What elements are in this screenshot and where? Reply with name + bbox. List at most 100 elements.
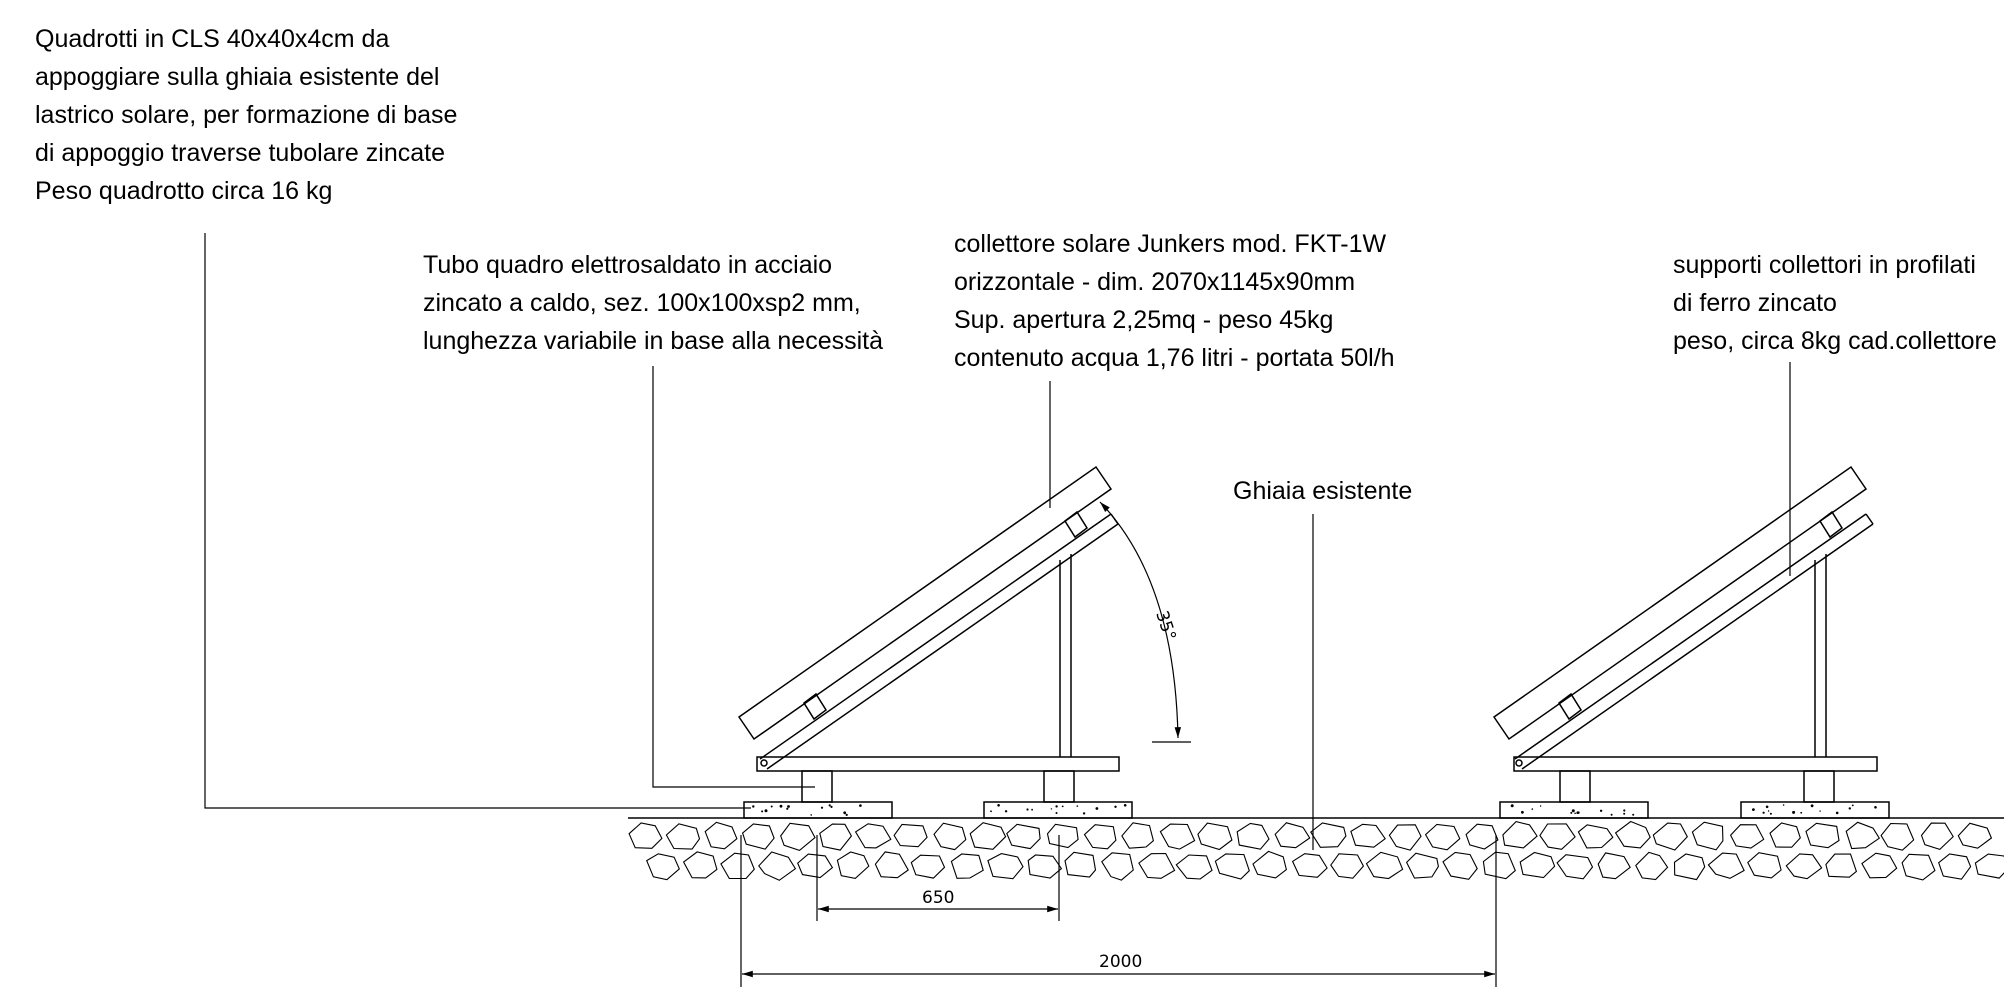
- note-line: zincato a caldo, sez. 100x100xsp2 mm,: [423, 289, 861, 317]
- solar-collector-panel: [737, 465, 1113, 741]
- gravel-stone: [1330, 853, 1365, 879]
- gravel-stone: [1597, 852, 1631, 880]
- tile-speckle: [1531, 808, 1534, 810]
- tile-speckle: [752, 805, 755, 808]
- gravel-stone: [1652, 822, 1688, 851]
- gravel-stone: [1691, 821, 1724, 851]
- gravel-stone: [628, 822, 663, 849]
- gravel-stone: [1747, 852, 1782, 879]
- leader-concrete-tiles: [204, 233, 751, 809]
- gravel-stone: [1938, 853, 1972, 880]
- tile-speckle: [845, 813, 848, 817]
- tile-speckle: [787, 805, 790, 808]
- gravel-layer: [628, 817, 2004, 881]
- base-profile: [1513, 756, 1878, 772]
- concrete-tile: [1740, 801, 1890, 819]
- tile-speckle: [1800, 811, 1803, 814]
- tile-speckle: [843, 811, 847, 815]
- tile-speckle: [1539, 805, 1542, 807]
- tile-speckle: [990, 810, 992, 813]
- tile-speckle: [1510, 804, 1514, 808]
- gravel-stone: [1121, 822, 1155, 849]
- tile-speckle: [1571, 809, 1575, 813]
- gravel-stone: [1502, 820, 1538, 849]
- tile-speckle: [770, 805, 773, 808]
- steel-tube-post: [1803, 770, 1835, 803]
- base-profile: [756, 756, 1120, 772]
- tile-speckle: [1599, 809, 1603, 812]
- tile-speckle: [1082, 812, 1086, 815]
- gravel-stone: [1405, 852, 1439, 879]
- tile-speckle: [1848, 807, 1852, 810]
- gravel-stone: [1880, 822, 1915, 851]
- tile-speckle: [1819, 810, 1821, 812]
- tile-speckle: [1851, 804, 1854, 807]
- panel-clamp: [1557, 692, 1583, 721]
- gravel-stone: [1920, 822, 1954, 851]
- tile-speckle: [1874, 806, 1877, 809]
- gravel-stone: [1083, 824, 1117, 850]
- gravel-stone: [933, 822, 967, 851]
- leader-steel-tube: [652, 366, 815, 788]
- panel-clamp: [1063, 510, 1089, 539]
- inclined-rail: [1521, 523, 1874, 770]
- gravel-stone: [1957, 822, 1993, 849]
- tile-speckle: [1576, 811, 1579, 814]
- tile-speckle: [1810, 804, 1814, 808]
- tile-speckle: [1632, 813, 1635, 816]
- note-line: orizzontale - dim. 2070x1145x90mm: [954, 268, 1355, 296]
- tile-speckle: [1076, 805, 1079, 807]
- gravel-stone: [646, 853, 680, 881]
- tile-speckle: [1061, 805, 1064, 808]
- tile-speckle: [1050, 808, 1053, 810]
- gravel-stone: [1310, 822, 1347, 848]
- gravel-stone: [665, 823, 701, 850]
- gravel-stone: [1365, 851, 1404, 880]
- note-line: peso, circa 8kg cad.collettore: [1673, 327, 1997, 355]
- tile-speckle: [830, 805, 833, 809]
- gravel-stone: [1101, 852, 1134, 881]
- gravel-stone: [1825, 853, 1858, 878]
- note-line: contenuto acqua 1,76 litri - portata 50l…: [954, 344, 1395, 372]
- note-line: supporti collettori in profilati: [1673, 251, 1976, 279]
- inclined-rail: [759, 513, 1112, 760]
- dimension-2000: 2000: [740, 835, 1497, 987]
- gravel-stone: [1673, 853, 1706, 881]
- gravel-stone: [1845, 821, 1881, 850]
- tile-speckle: [786, 807, 789, 810]
- gravel-stone: [893, 823, 928, 848]
- gravel-stone: [797, 853, 834, 879]
- solar-collector-panel: [1492, 465, 1868, 741]
- gravel-stone: [720, 852, 755, 880]
- gravel-stone: [1046, 823, 1079, 849]
- dimension-650: 650: [816, 835, 1060, 921]
- gravel-stone: [1635, 851, 1669, 881]
- gravel-stone: [1027, 854, 1063, 879]
- tile-speckle: [1026, 808, 1029, 811]
- leader-lines: [204, 233, 1791, 850]
- note-line: Quadrotti in CLS 40x40x4cm da: [35, 25, 389, 53]
- gravel-stone: [1350, 823, 1386, 848]
- gravel-stone: [950, 853, 984, 879]
- steel-tube-post: [1043, 770, 1075, 803]
- gravel-stone: [1861, 852, 1898, 879]
- tile-speckle: [779, 804, 783, 808]
- gravel-stone: [741, 823, 775, 850]
- gravel-stone: [1388, 824, 1422, 851]
- gravel-stone: [1214, 853, 1250, 880]
- gravel-stone: [1006, 823, 1041, 850]
- note-line: lunghezza variabile in base alla necessi…: [423, 327, 883, 355]
- gravel-stone: [1274, 822, 1311, 849]
- hinge-pin: [1515, 759, 1523, 767]
- gravel-stone: [1175, 854, 1213, 880]
- gravel-stone: [780, 822, 816, 852]
- gravel-stone: [1805, 822, 1840, 849]
- gravel-stone: [758, 851, 797, 881]
- tile-speckle: [1095, 807, 1099, 810]
- gravel-stone: [1442, 851, 1478, 880]
- gravel-stone: [1291, 853, 1328, 878]
- tile-speckle: [997, 804, 1000, 807]
- note-collector: collettore solare Junkers mod. FKT-1W or…: [954, 230, 1395, 372]
- gravel-stone: [1159, 823, 1196, 850]
